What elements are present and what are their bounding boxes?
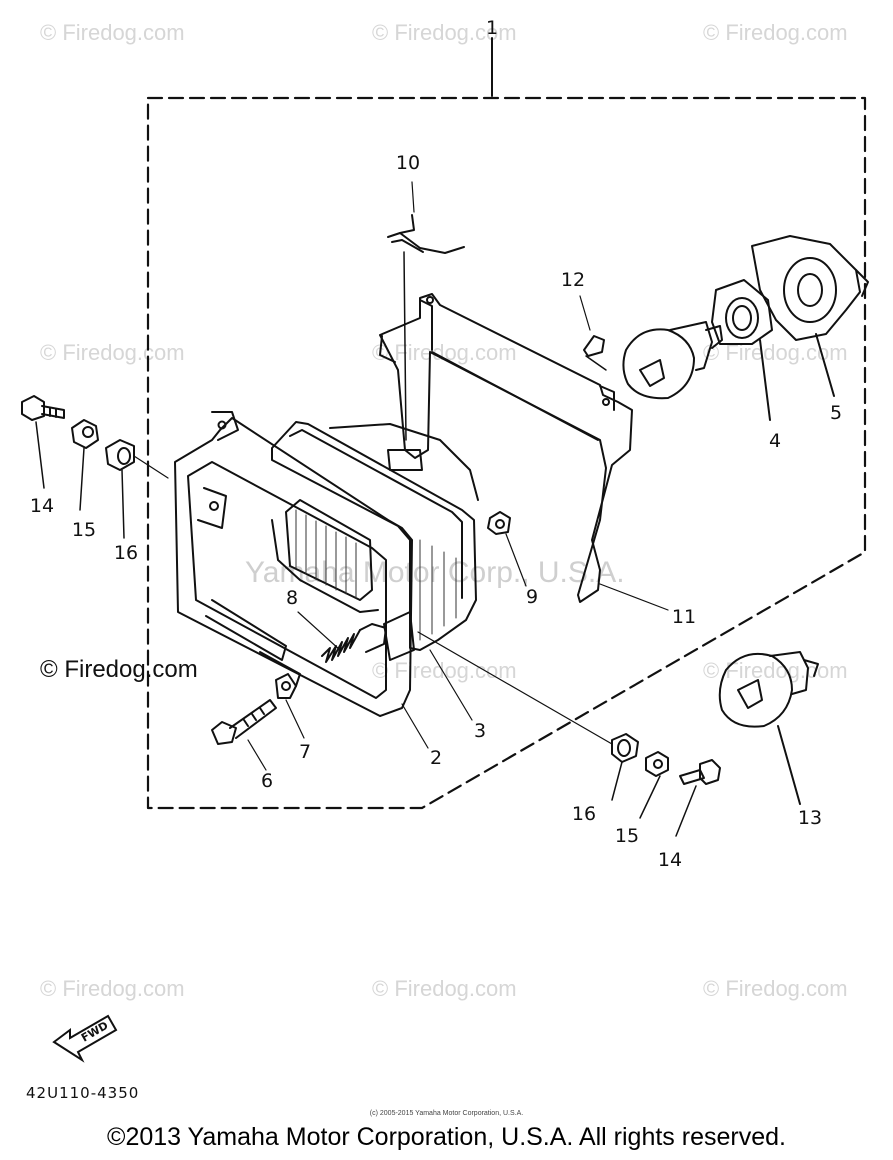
- watermark: © Firedog.com: [372, 340, 517, 365]
- headlight-rim: [174, 411, 413, 717]
- screw-6: [211, 699, 277, 745]
- callout-6: 6: [260, 770, 274, 792]
- callout-16-right: 16: [571, 803, 597, 825]
- watermark: © Firedog.com: [372, 658, 517, 683]
- watermark: © Firedog.com: [703, 20, 848, 45]
- bolt-14-right: [675, 759, 721, 837]
- watermark: © Firedog.com: [703, 658, 848, 683]
- watermark: © Firedog.com: [372, 976, 517, 1001]
- callout-15-left: 15: [71, 519, 97, 541]
- assembly-boundary: [146, 96, 867, 810]
- callout-2: 2: [429, 747, 443, 769]
- callout-16-left: 16: [113, 542, 139, 564]
- watermark: © Firedog.com: [40, 20, 185, 45]
- watermark: © Firedog.com: [40, 976, 185, 1001]
- callout-13: 13: [797, 807, 823, 829]
- bulb-socket-4: [622, 279, 773, 421]
- headlight-lens-unit: [271, 421, 479, 661]
- clip-part: [387, 214, 465, 471]
- copyright-notice: ©2013 Yamaha Motor Corporation, U.S.A. A…: [107, 1123, 786, 1151]
- watermark: © Firedog.com: [40, 656, 198, 683]
- callout-1: 1: [485, 17, 499, 39]
- callout-8: 8: [285, 587, 299, 609]
- watermark: © Firedog.com: [703, 976, 848, 1001]
- nut-7: [275, 673, 297, 699]
- callout-12: 12: [560, 269, 586, 291]
- bolt-14-left: [21, 395, 65, 489]
- callout-15-right: 15: [614, 825, 640, 847]
- callout-10: 10: [395, 152, 421, 174]
- callout-5: 5: [829, 402, 843, 424]
- fine-print: (c) 2005-2015 Yamaha Motor Corporation, …: [369, 1110, 524, 1117]
- grommet-16-right: [417, 631, 639, 801]
- bulb-13: [718, 651, 819, 805]
- callout-4: 4: [768, 430, 782, 452]
- bulb-12: [583, 335, 607, 371]
- callout-14-right: 14: [657, 849, 683, 871]
- callout-11: 11: [671, 606, 697, 628]
- nut-9: [487, 511, 511, 535]
- spring-8: [321, 623, 387, 663]
- callout-3: 3: [473, 720, 487, 742]
- callout-9: 9: [525, 586, 539, 608]
- callout-7: 7: [298, 741, 312, 763]
- fwd-arrow-icon: FWD: [52, 1014, 118, 1063]
- washer-15-left: [71, 419, 99, 511]
- cover-5: [751, 235, 869, 397]
- headlight-housing: [379, 293, 633, 603]
- washer-15-right: [639, 751, 669, 819]
- grommet-16-left: [105, 439, 169, 539]
- callout-14-left: 14: [29, 495, 55, 517]
- part-code: 42U110-4350: [26, 1084, 140, 1102]
- watermark: © Firedog.com: [40, 340, 185, 365]
